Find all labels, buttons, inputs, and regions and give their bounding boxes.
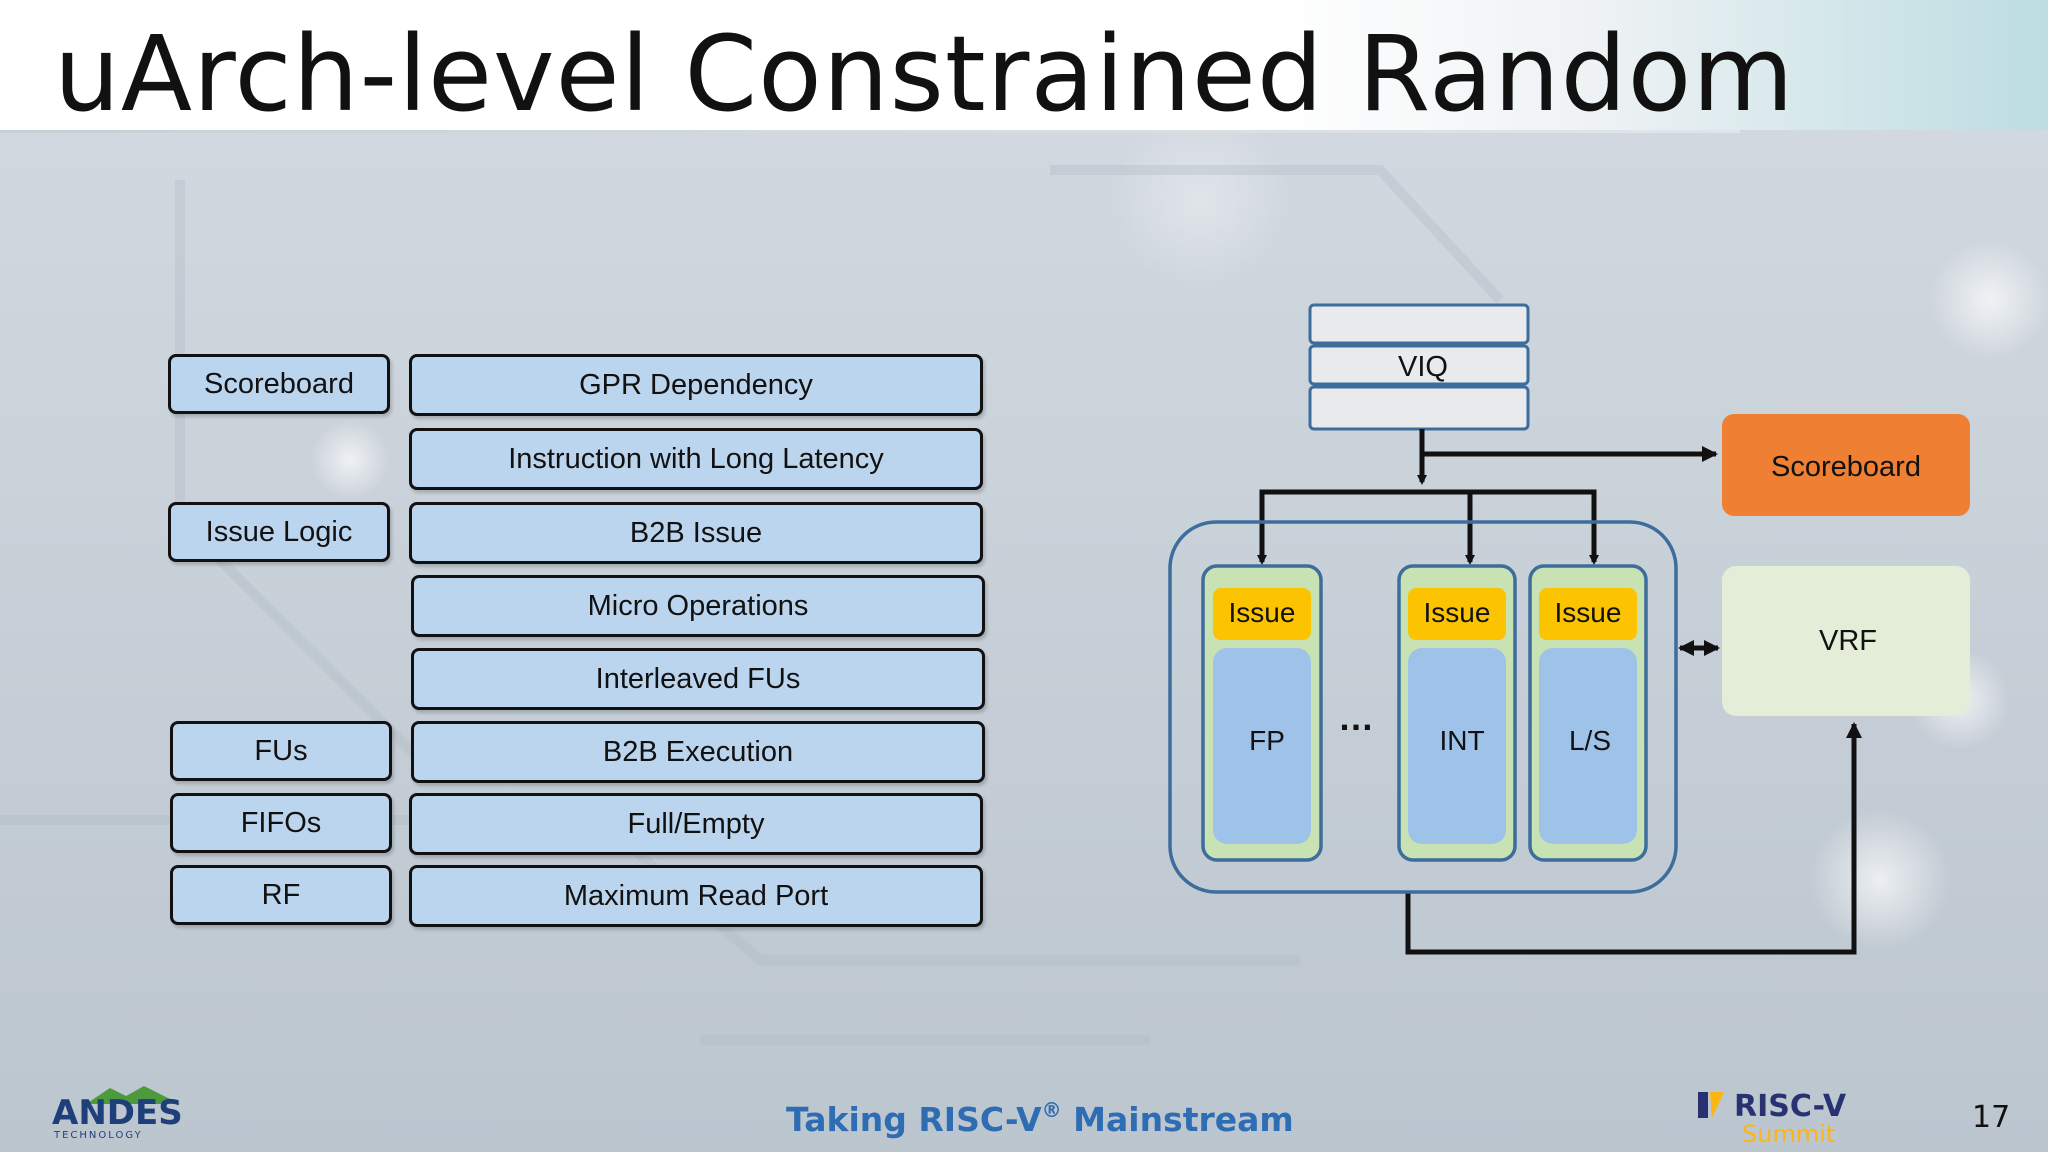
svg-text:RISC-V: RISC-V xyxy=(1734,1089,1847,1124)
item-micro-operations: Micro Operations xyxy=(411,575,985,637)
viq-slot-bottom xyxy=(1308,385,1530,431)
item-max-read-port: Maximum Read Port xyxy=(409,865,983,927)
viq-slot-top xyxy=(1308,303,1530,345)
title-underline xyxy=(0,130,1740,133)
ls-fu-block xyxy=(1539,648,1637,844)
fp-issue-label: Issue xyxy=(1229,597,1296,628)
page-title: uArch-level Constrained Random xyxy=(54,13,1795,135)
title-bar xyxy=(0,0,2048,130)
int-fu-block xyxy=(1408,648,1506,844)
writeback-path xyxy=(1405,722,1862,955)
tagline-registered-mark: ® xyxy=(1041,1098,1062,1122)
scoreboard-block xyxy=(1722,414,1970,516)
ls-issue-label: Issue xyxy=(1555,597,1622,628)
tagline: Taking RISC-V® Mainstream xyxy=(786,1098,1294,1139)
dispatch-bus xyxy=(1259,489,1597,560)
ellipsis: … xyxy=(1338,697,1374,738)
int-unit-label: INT xyxy=(1439,725,1484,756)
fp-issue-block xyxy=(1213,588,1311,640)
item-b2b-execution: B2B Execution xyxy=(411,721,985,783)
category-fifos: FIFOs xyxy=(170,793,392,853)
vrf-block xyxy=(1722,566,1970,716)
andes-logo: ANDES TECHNOLOGY xyxy=(52,1086,183,1140)
svg-text:Summit: Summit xyxy=(1742,1120,1835,1146)
item-gpr-dependency: GPR Dependency xyxy=(409,354,983,416)
execution-group xyxy=(1168,520,1678,894)
risc-v-summit-logo: RISC-V Summit xyxy=(1698,1089,1847,1146)
tagline-end: Mainstream xyxy=(1061,1100,1294,1139)
vrf-label: VRF xyxy=(1819,625,1877,657)
page-number: 17 xyxy=(1972,1100,2011,1135)
tagline-main: Taking RISC-V xyxy=(786,1100,1042,1139)
item-full-empty: Full/Empty xyxy=(409,793,983,855)
category-issue-logic: Issue Logic xyxy=(168,502,390,562)
category-scoreboard: Scoreboard xyxy=(168,354,390,414)
int-issue-label: Issue xyxy=(1424,597,1491,628)
item-interleaved-fus: Interleaved FUs xyxy=(411,648,985,710)
item-b2b-issue: B2B Issue xyxy=(409,502,983,564)
ls-issue-block xyxy=(1539,588,1637,640)
svg-text:TECHNOLOGY: TECHNOLOGY xyxy=(53,1130,143,1140)
viq-slot-middle xyxy=(1308,344,1530,386)
viq-label: VIQ xyxy=(1398,351,1448,383)
ls-unit-label: L/S xyxy=(1569,725,1611,756)
category-rf: RF xyxy=(170,865,392,925)
svg-text:ANDES: ANDES xyxy=(52,1093,183,1133)
item-long-latency: Instruction with Long Latency xyxy=(409,428,983,490)
scoreboard-label: Scoreboard xyxy=(1771,451,1921,483)
int-issue-block xyxy=(1408,588,1506,640)
fp-unit-label: FP xyxy=(1249,725,1285,756)
fp-fu-block xyxy=(1213,648,1311,844)
category-fus: FUs xyxy=(170,721,392,781)
